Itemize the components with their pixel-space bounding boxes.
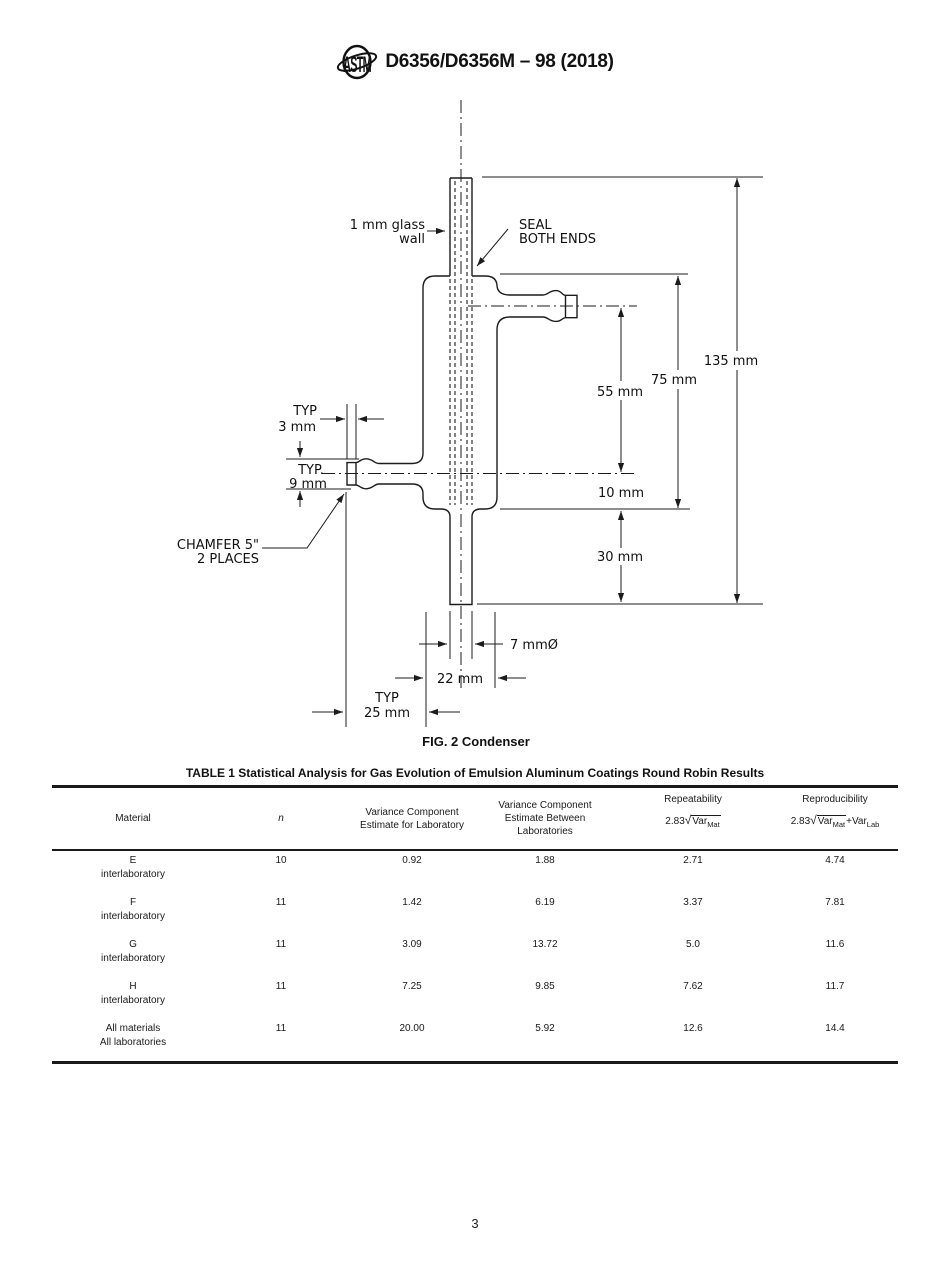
document-title: D6356/D6356M – 98 (2018) [385,51,614,72]
dim-55-label: 55 mm [597,385,643,400]
cell-var-lab: 0.92 [402,855,422,866]
cell-repeatability: 12.6 [683,1023,703,1034]
astm-logo-text: ASTM [343,52,371,77]
seal-leader [476,228,509,267]
col-header-variance-lab: Variance Component Estimate for Laborato… [348,786,476,851]
col-header-variance-between: Variance Component Estimate Between Labo… [476,786,614,851]
chamfer-label-2: 2 PLACES [197,552,259,567]
col-header-reproducibility: Reproducibility 2.83√VarMat+VarLab [772,786,898,851]
cell-reproducibility: 11.6 [825,939,845,950]
cell-var-lab: 7.25 [402,981,422,992]
document-header: ASTM D6356/D6356M – 98 (2018) [0,44,950,80]
typ3-label-2: 3 mm [278,420,316,435]
cell-var-lab: 20.00 [399,1023,425,1034]
chamfer-label: CHAMFER 5" [177,538,259,553]
cell-reproducibility: 11.7 [825,981,845,992]
chamfer-leader [262,493,345,549]
cell-var-between: 13.72 [532,939,558,950]
cell-n: 11 [275,897,287,908]
figure-labels: 1 mm glass wall SEAL BOTH ENDS TYP 3 mm … [177,218,758,721]
dim-7-label: 7 mmØ [510,638,558,653]
cell-var-between: 9.85 [535,981,555,992]
col-header-n: n [214,786,348,851]
typ25-label-2: 25 mm [364,706,410,721]
glass-wall-label: 1 mm glass [350,218,425,233]
condenser-body [346,275,578,606]
dim-22-label: 22 mm [437,672,483,687]
dim-75-label: 75 mm [651,373,697,388]
seal-label: SEAL [519,218,552,233]
cell-reproducibility: 7.81 [825,897,845,908]
figure-caption: FIG. 2 Condenser [422,734,530,749]
upper-tube [449,177,473,276]
cell-var-lab: 1.42 [402,897,422,908]
cell-n: 11 [275,981,287,992]
cell-var-between: 5.92 [535,1023,555,1034]
cell-repeatability: 5.0 [686,939,700,950]
cell-var-between: 6.19 [535,897,555,908]
cell-n: 10 [275,855,287,866]
cell-repeatability: 2.71 [683,855,703,866]
cell-repeatability: 7.62 [683,981,703,992]
cell-var-between: 1.88 [535,855,555,866]
dim-30-label: 30 mm [597,550,643,565]
table-block: TABLE 1 Statistical Analysis for Gas Evo… [52,766,898,1064]
table-header-row: Material n Variance Component Estimate f… [52,786,898,851]
table-title: TABLE 1 Statistical Analysis for Gas Evo… [185,766,765,780]
dim-10-label: 10 mm [598,486,644,501]
hidden-tube-lines [449,181,473,505]
cell-var-lab: 3.09 [402,939,422,950]
condenser-drawing [322,100,637,690]
glass-wall-label-2: wall [399,232,425,247]
cell-repeatability: 3.37 [683,897,703,908]
cell-n: 11 [275,939,287,950]
typ3-label: TYP [292,404,317,419]
condenser-figure: 1 mm glass wall SEAL BOTH ENDS TYP 3 mm … [177,100,763,749]
cell-reproducibility: 14.4 [825,1023,845,1034]
seal-label-2: BOTH ENDS [519,232,596,247]
cell-n: 11 [275,1023,287,1034]
typ9-label: TYP. [297,463,324,478]
typ9-label-2: 9 mm [289,477,327,492]
col-header-material: Material [52,786,214,851]
typ25-label: TYP [374,691,399,706]
col-header-repeatability: Repeatability 2.83√VarMat [614,786,772,851]
cell-reproducibility: 4.74 [825,855,845,866]
statistical-table: Material n Variance Component Estimate f… [52,785,898,1064]
dimension-lines [262,178,741,716]
extension-lines [286,176,763,727]
repeatability-formula: 2.83√VarMat [665,813,721,829]
astm-logo-icon: ASTM [337,44,378,80]
dim-135-label: 135 mm [704,354,758,369]
reproducibility-formula: 2.83√VarMat+VarLab [790,813,880,830]
page-number: 3 [471,1216,479,1231]
